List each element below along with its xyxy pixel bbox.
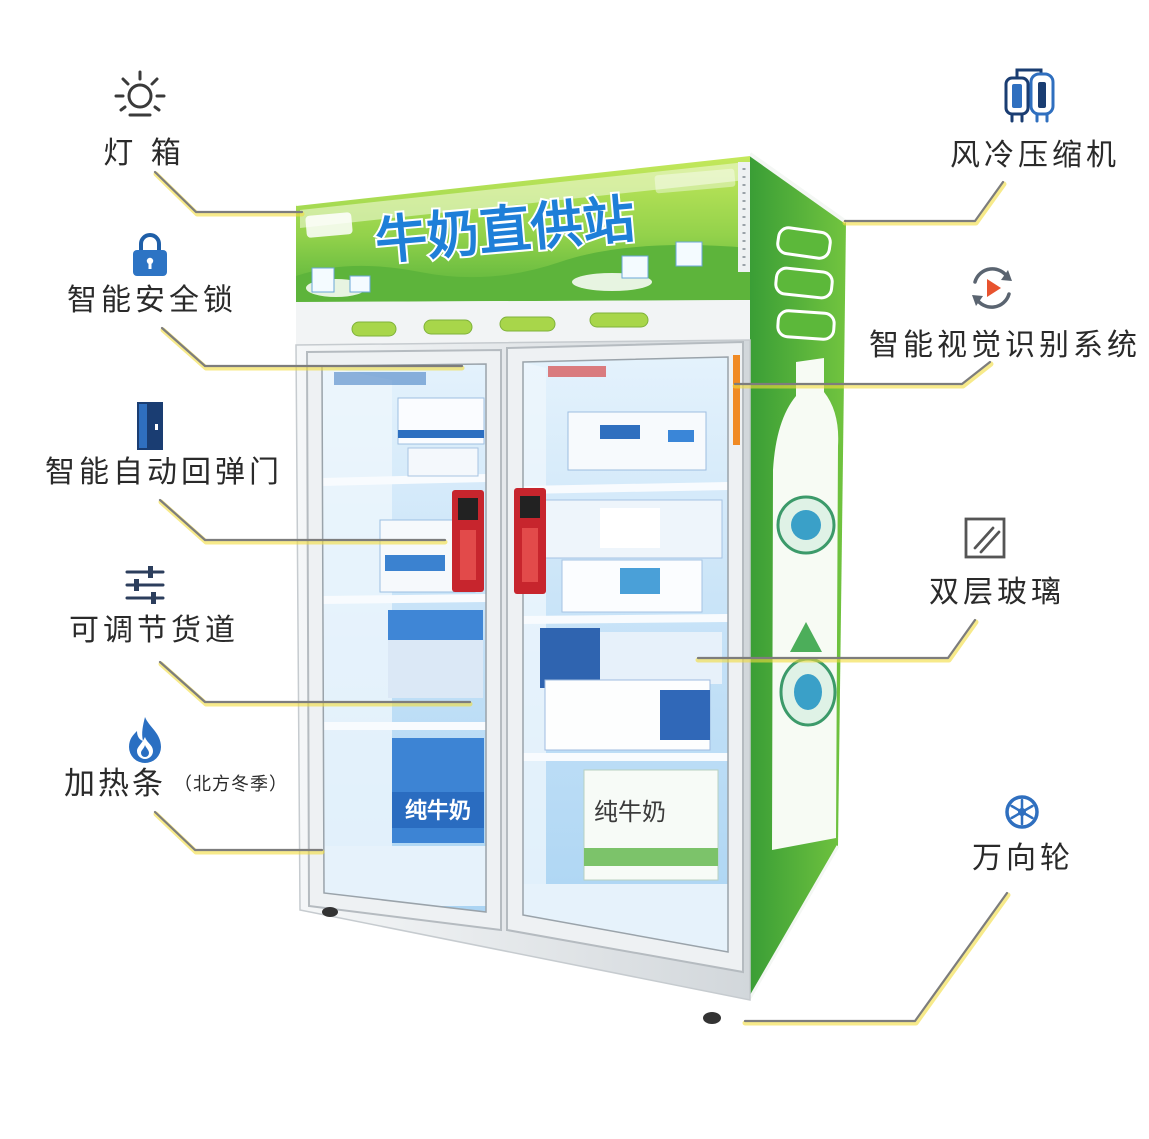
milk-carton-band (392, 792, 484, 828)
leader-line-caster-wheel (742, 891, 1011, 1026)
lock-icon (133, 233, 167, 276)
feature-label-caster-wheel: 万向轮 (972, 841, 1074, 876)
category-pill (423, 319, 473, 335)
feature-label-auto-door: 智能自动回弹门 (45, 455, 283, 490)
banner-caption (654, 168, 736, 194)
side-graphic-triangle (790, 622, 822, 652)
feature-label-smart-lock: 智能安全锁 (67, 283, 237, 318)
leader-line-light-box (153, 170, 305, 217)
sun-icon (114, 70, 166, 117)
left-side-wall (322, 366, 392, 893)
side-badge (776, 309, 836, 341)
lock-panel (522, 528, 538, 582)
feature-label-compressor: 风冷压缩机 (950, 138, 1120, 173)
left-top-sign (334, 372, 426, 385)
heating-strip-title: 加热条 (64, 766, 166, 802)
milk-carton (540, 628, 600, 688)
lock-screen (520, 496, 540, 518)
leader-lines (153, 170, 1011, 1026)
leader-line-vision-system (732, 360, 994, 389)
lock-screen (458, 498, 478, 520)
shelf (322, 722, 486, 730)
heating-strip-note: （北方冬季） (174, 774, 288, 795)
banner-milk-carton (349, 275, 371, 293)
side-panel-top-edge (748, 152, 848, 224)
banner-milk-carton (621, 255, 649, 279)
milk-carton-band (584, 848, 718, 866)
leader-line-compressor (842, 180, 1007, 226)
feature-label-double-glass: 双层玻璃 (929, 575, 1065, 610)
leader-line-adjustable-shelf (158, 660, 473, 707)
feature-label-heating-strip: 加热条 （北方冬季） (64, 766, 288, 802)
left-compartment-interior: 纯牛奶 (322, 364, 486, 912)
side-panel-bottom-edge (748, 845, 840, 999)
milk-bottle-graphic (772, 358, 839, 850)
vision-sensor-strip (733, 355, 740, 445)
milk-carton (407, 447, 479, 477)
caster-left (322, 907, 338, 917)
milk-carton-stripe (660, 690, 710, 740)
milk-carton-stripe (398, 430, 484, 438)
wheel-icon (1005, 795, 1039, 829)
leader-line-smart-lock (160, 326, 465, 371)
light-box: 牛奶直供站 (295, 152, 751, 302)
feature-label-light-box: 灯 箱 (103, 136, 185, 171)
milk-carton-stripe (668, 430, 694, 442)
shelf (523, 614, 728, 624)
right-compartment-interior: 纯牛奶 (523, 357, 728, 952)
banner-milk-carton (311, 267, 335, 293)
camera-play-icon (972, 267, 1012, 309)
glass-pane-icon (964, 517, 1006, 559)
brand-logo-center (791, 510, 821, 540)
milk-carton-stripe (620, 568, 660, 594)
light-box-top-edge (295, 152, 751, 206)
shelf (523, 753, 728, 761)
milk-carton-stripe (385, 555, 445, 571)
light-box-highlight (300, 162, 746, 228)
package-label: 纯牛奶 (405, 798, 471, 824)
right-door: 纯牛奶 (506, 340, 744, 974)
shelf (523, 482, 728, 494)
flame-icon (129, 717, 161, 763)
brand-logo-center (794, 674, 822, 710)
category-pill (351, 321, 397, 337)
smart-lock-left (452, 490, 484, 592)
lock-panel (460, 530, 476, 580)
left-door: 纯牛奶 (305, 348, 502, 932)
shelf (322, 474, 486, 486)
banner-logo (305, 212, 353, 238)
left-glass-edge (321, 363, 487, 913)
category-pill (499, 316, 556, 332)
leader-line-heating-strip (153, 810, 325, 855)
milk-carton-stripe (388, 610, 483, 640)
category-pill (589, 312, 649, 328)
side-badge (776, 226, 832, 260)
shelf (322, 594, 486, 604)
milk-carton-stripe (600, 425, 640, 439)
door-icon (137, 402, 163, 450)
feature-label-adjustable-shelf: 可调节货道 (69, 613, 239, 648)
side-badge (774, 266, 834, 300)
leader-line-auto-door (158, 498, 448, 545)
smart-lock-right (514, 488, 546, 594)
package-label: 纯牛奶 (594, 798, 666, 826)
caster-right (703, 1012, 721, 1024)
button-strip (296, 300, 750, 348)
banner-milk-carton (675, 241, 703, 267)
sliders-icon (125, 566, 165, 604)
compressor-icon (1004, 68, 1055, 123)
right-glass-edge (522, 356, 729, 953)
leader-line-double-glass (695, 618, 979, 663)
milk-carton-panel (600, 508, 660, 548)
side-panel (748, 152, 848, 999)
right-top-sign (548, 366, 606, 377)
feature-label-vision-system: 智能视觉识别系统 (869, 328, 1141, 363)
